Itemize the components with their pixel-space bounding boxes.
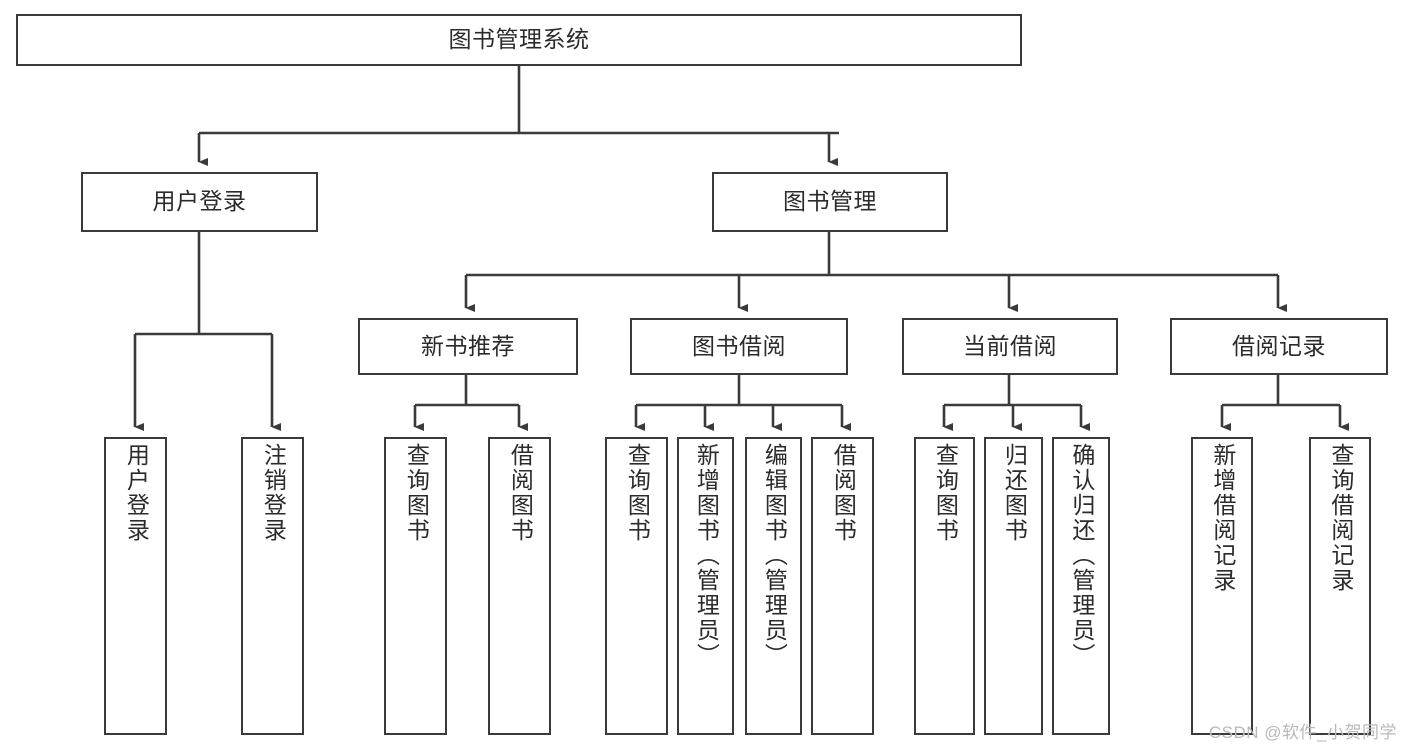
- node-label: 用户登录: [123, 443, 150, 543]
- node-label: 新书推荐: [421, 332, 515, 359]
- leaf-current-return-book[interactable]: 归还图书: [984, 437, 1043, 735]
- node-label: 查询借阅记录: [1327, 443, 1354, 593]
- node-user-login[interactable]: 用户登录: [81, 172, 318, 232]
- leaf-borrow-add-book-admin[interactable]: 新增图书（管理员）: [677, 437, 734, 735]
- node-label: 归还图书: [1001, 443, 1028, 543]
- node-label: 查询图书: [932, 443, 959, 543]
- leaf-current-confirm-return-admin[interactable]: 确认归还（管理员）: [1052, 437, 1110, 735]
- node-label: 查询图书: [403, 443, 430, 543]
- leaf-recommend-query-book[interactable]: 查询图书: [384, 437, 447, 735]
- node-label: 查询图书: [624, 443, 651, 543]
- leaf-user-login-signin[interactable]: 用户登录: [104, 437, 167, 735]
- leaf-user-login-signout[interactable]: 注销登录: [241, 437, 304, 735]
- node-root-system[interactable]: 图书管理系统: [16, 14, 1022, 66]
- node-label: 注销登录: [260, 443, 287, 543]
- node-label: 图书管理: [783, 188, 877, 215]
- node-label: 编辑图书（管理员）: [761, 443, 788, 668]
- node-label: 新增借阅记录: [1209, 443, 1236, 593]
- node-label: 借阅图书: [507, 443, 534, 543]
- node-label: 新增图书（管理员）: [693, 443, 720, 668]
- node-label: 当前借阅: [963, 332, 1057, 359]
- node-new-book-recommend[interactable]: 新书推荐: [358, 318, 578, 375]
- leaf-borrow-edit-book-admin[interactable]: 编辑图书（管理员）: [745, 437, 802, 735]
- node-book-borrow[interactable]: 图书借阅: [630, 318, 848, 375]
- node-borrow-record[interactable]: 借阅记录: [1170, 318, 1388, 375]
- node-label: 图书管理系统: [448, 26, 590, 53]
- node-label: 借阅图书: [830, 443, 857, 543]
- node-label: 用户登录: [152, 188, 247, 215]
- node-current-borrow[interactable]: 当前借阅: [902, 318, 1118, 375]
- watermark-text: CSDN @软件_小贺同学: [1208, 723, 1397, 742]
- node-label: 图书借阅: [692, 332, 786, 359]
- node-book-management[interactable]: 图书管理: [712, 172, 948, 232]
- node-label: 确认归还（管理员）: [1068, 443, 1095, 668]
- leaf-borrow-query-book[interactable]: 查询图书: [605, 437, 668, 735]
- leaf-current-query-book[interactable]: 查询图书: [914, 437, 975, 735]
- leaf-record-add-record[interactable]: 新增借阅记录: [1191, 437, 1253, 735]
- node-label: 借阅记录: [1232, 332, 1326, 359]
- leaf-record-query-record[interactable]: 查询借阅记录: [1309, 437, 1371, 735]
- leaf-borrow-borrow-book[interactable]: 借阅图书: [811, 437, 874, 735]
- leaf-recommend-borrow-book[interactable]: 借阅图书: [488, 437, 551, 735]
